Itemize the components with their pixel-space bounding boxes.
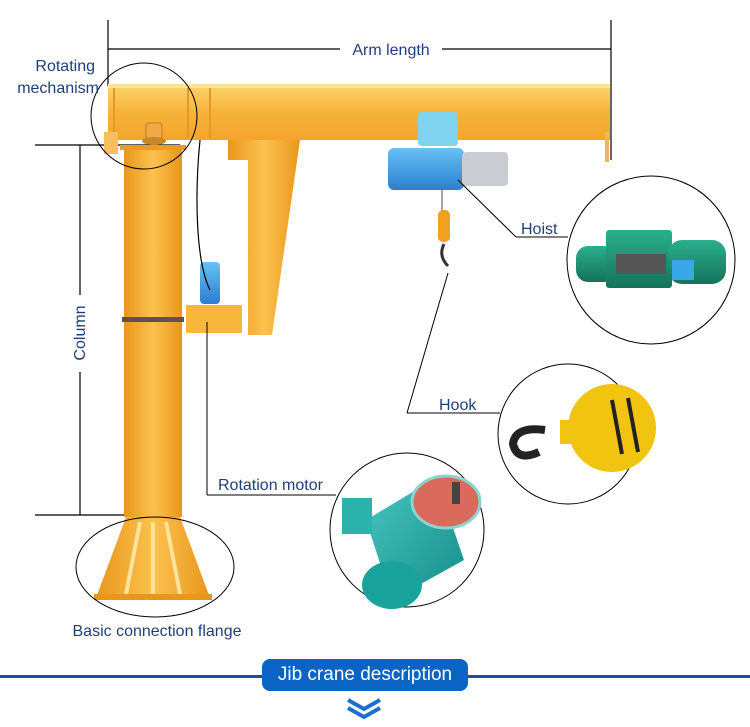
column-post <box>120 122 186 517</box>
base-flange <box>94 517 212 600</box>
flange-callout <box>75 516 235 618</box>
rotation-motor-label: Rotation motor <box>218 477 324 494</box>
jib-brace <box>228 140 300 335</box>
arm-length-label: Arm length <box>352 42 429 59</box>
basic-connection-flange-label: Basic connection flange <box>73 623 242 640</box>
jib-arm-beam <box>104 84 610 162</box>
arm-length-dimension <box>107 20 612 160</box>
section-divider-left <box>0 675 262 678</box>
rotating-mechanism-label-line1: Rotating <box>35 58 95 75</box>
hoist-on-beam <box>388 112 508 268</box>
slewing-bracket <box>186 262 242 333</box>
section-title-banner: Jib crane description <box>262 659 468 691</box>
rotating-mechanism-label-line2: mechanism <box>17 80 99 97</box>
double-chevron-down-icon[interactable] <box>347 698 381 720</box>
hook-label: Hook <box>439 397 477 414</box>
rotating-mechanism-callout <box>90 62 198 170</box>
column-label: Column <box>72 305 89 360</box>
hoist-label: Hoist <box>521 221 558 238</box>
rotation-motor-detail <box>206 322 485 609</box>
hook-detail <box>406 272 656 505</box>
hoist-detail <box>457 175 736 345</box>
section-divider-right <box>468 675 750 678</box>
